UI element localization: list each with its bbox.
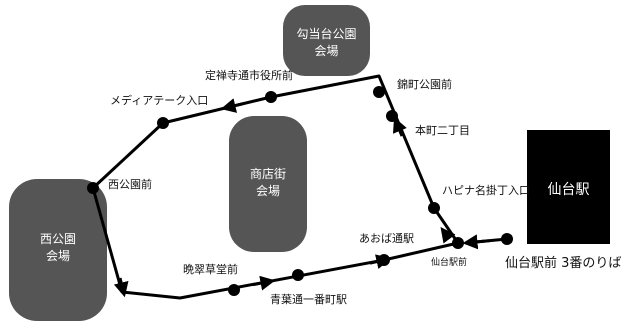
stop-marker-nishikicho [373,86,385,98]
stop-marker-sendaiekimae [452,237,464,249]
direction-arrow [113,277,129,298]
stop-label-nishikoen: 西公園前 [108,178,152,191]
stop-label-aobadori: あおば通駅 [359,232,414,245]
stop-marker-aoba1 [292,269,304,281]
stop-marker-media [157,117,169,129]
stop-label-media: メディアテーク入口 [110,94,209,107]
stop-label-hapina: ハピナ名掛丁入口 [442,184,530,197]
stop-label-departure: 仙台駅前 3番のりば [505,256,622,271]
stop-marker-bansui [228,284,240,296]
koutoudai-venue-label: 勾当台公園 会場 [296,27,357,59]
stop-label-sendaiekimae: 仙台駅前 [431,258,468,268]
stop-marker-honcho [386,110,398,122]
stop-marker-hapina [428,202,440,214]
stop-label-honcho: 本町二丁目 [415,124,470,137]
stop-label-jozenji: 定禅寺通市役所前 [205,69,293,82]
direction-arrow [220,98,244,113]
shotengai-venue-label: 商店街 会場 [249,167,286,199]
nishi-venue-label: 西公園 会場 [39,232,76,264]
koutoudai-venue-shape [283,5,370,76]
sendai-station-label: 仙台駅 [547,182,590,198]
stop-label-nishikicho: 錦町公園前 [397,78,452,91]
stop-marker-jozenji [265,91,277,103]
sendai-station-block [527,130,610,244]
route-loop-line [91,74,460,300]
direction-arrow [462,234,490,250]
shotengai-venue-shape [229,116,307,252]
direction-arrow [392,117,407,137]
stop-marker-nishikoen [87,182,99,194]
stop-label-bansui: 晩翠草堂前 [183,263,238,276]
direction-arrow [252,275,276,291]
direction-arrow [440,227,456,244]
nishi-venue-shape [9,179,107,321]
stop-marker-aobadori [378,254,390,266]
stop-label-aoba1: 青葉通一番町駅 [270,293,347,306]
stop-marker-departure [501,233,513,245]
